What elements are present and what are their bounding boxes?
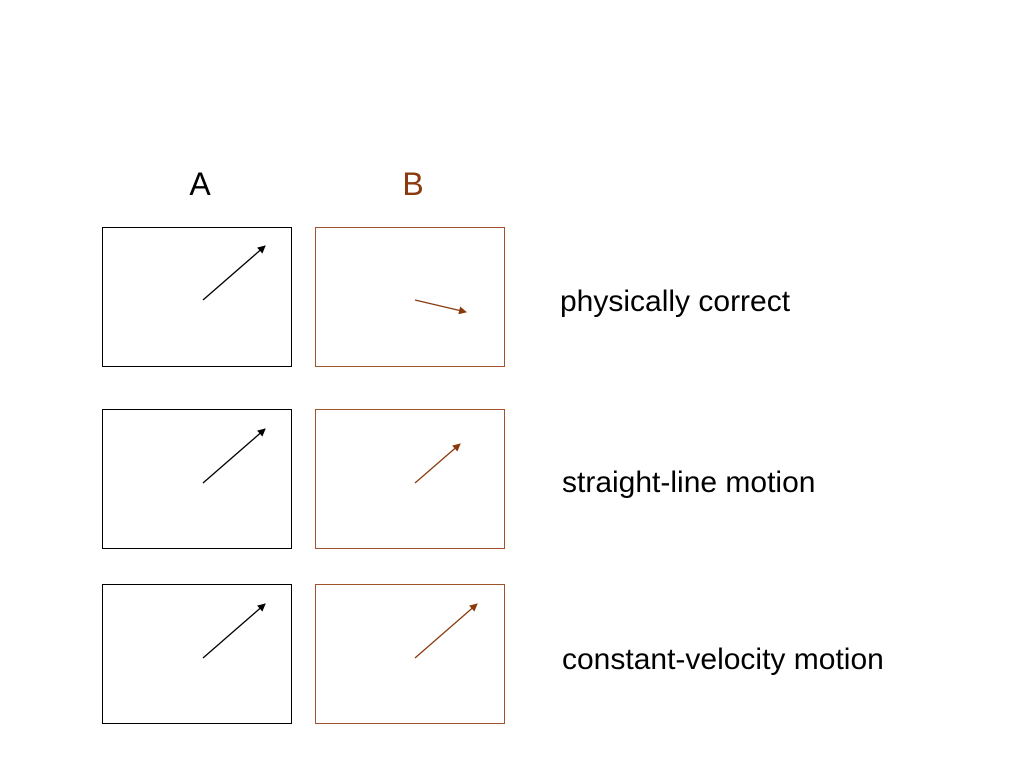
motion-arrow-b-2 bbox=[414, 443, 461, 484]
motion-arrow-a-3 bbox=[202, 603, 266, 659]
panel-b-straight-line-motion bbox=[315, 409, 505, 549]
row-label-constant-velocity-motion: constant-velocity motion bbox=[562, 643, 884, 676]
motion-arrow-b-3 bbox=[414, 603, 478, 659]
panel-a-physically-correct bbox=[102, 227, 292, 367]
panel-b-physically-correct bbox=[315, 227, 505, 367]
column-a-heading: A bbox=[189, 166, 211, 202]
motion-arrow-a-1 bbox=[202, 245, 266, 301]
row-label-straight-line-motion: straight-line motion bbox=[562, 466, 816, 499]
panel-a-constant-velocity-motion bbox=[102, 584, 292, 724]
column-b-heading: B bbox=[402, 166, 424, 202]
motion-arrow-a-2 bbox=[202, 428, 266, 484]
panel-b-constant-velocity-motion bbox=[315, 584, 505, 724]
row-label-physically-correct: physically correct bbox=[560, 285, 791, 318]
panel-a-straight-line-motion bbox=[102, 409, 292, 549]
motion-arrow-b-1 bbox=[414, 299, 467, 315]
